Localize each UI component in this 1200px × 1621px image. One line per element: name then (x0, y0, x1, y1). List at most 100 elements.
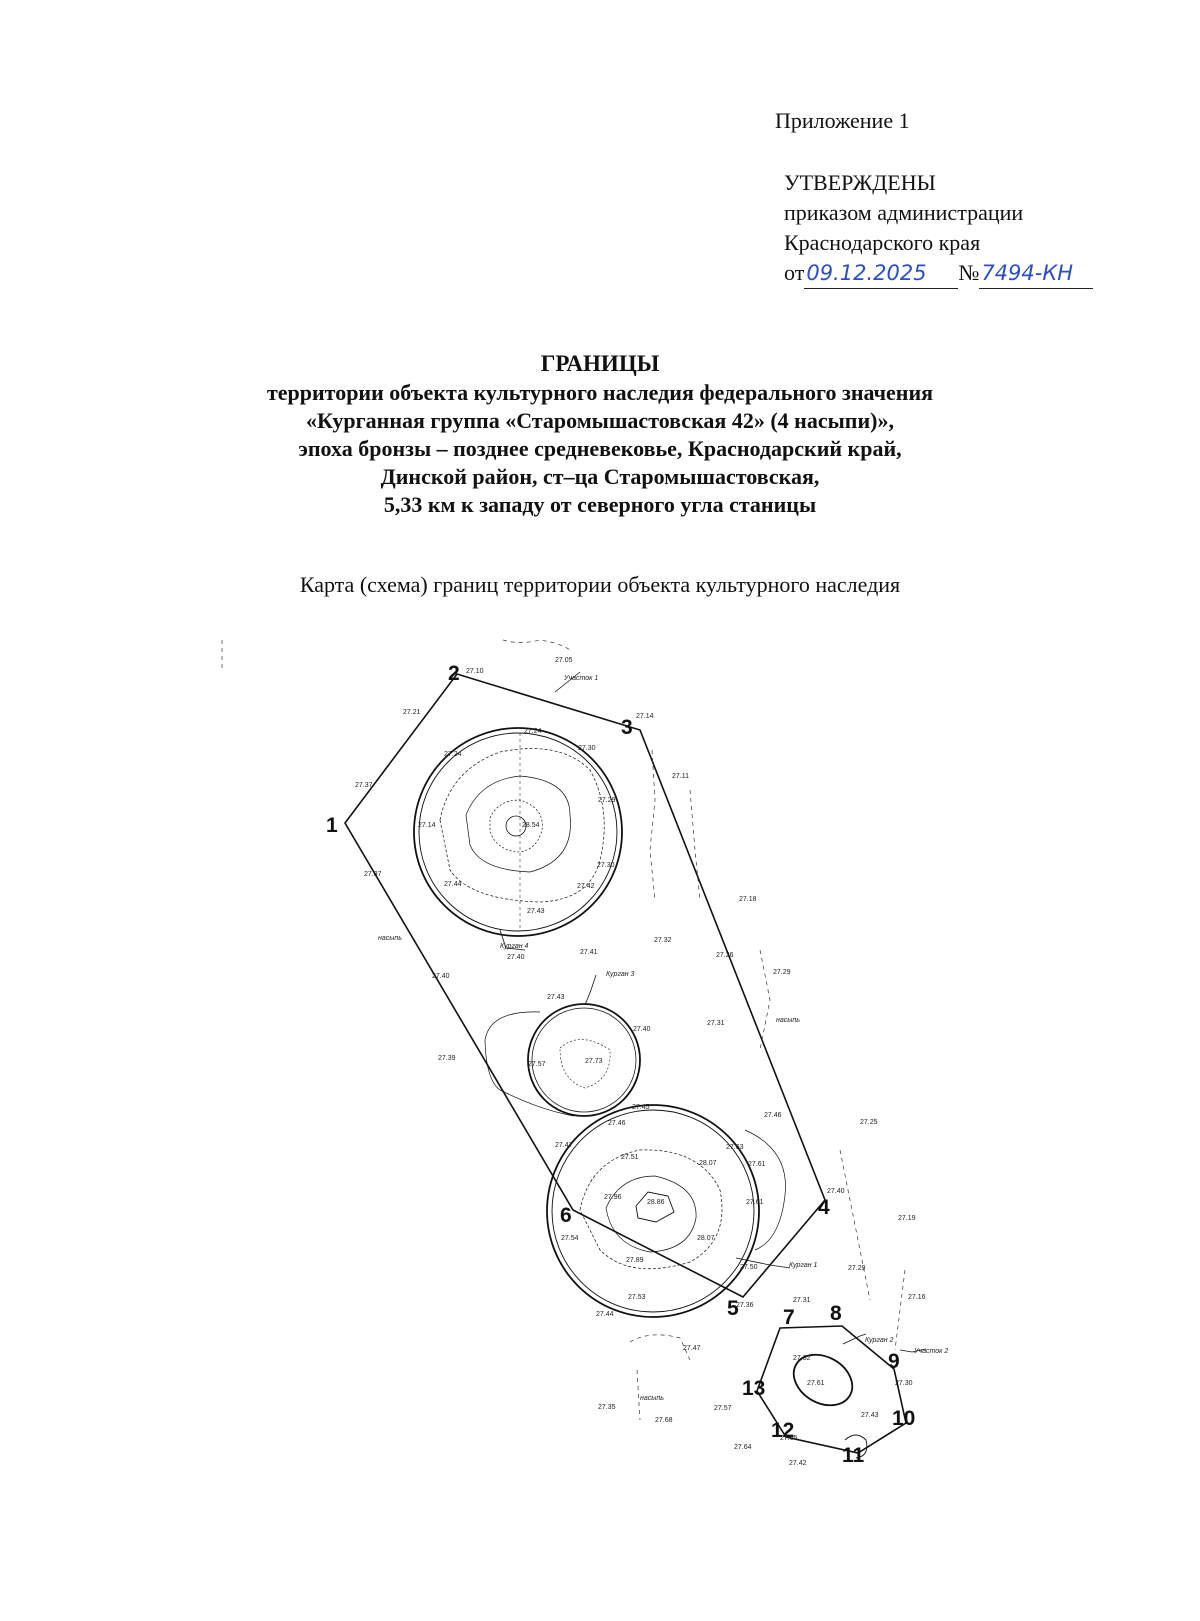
approved-region: Краснодарского края (784, 230, 981, 255)
elevation-mark: 27.53 (628, 1294, 646, 1301)
elevation-mark: 27.57 (528, 1061, 546, 1068)
elevation-mark: 27.32 (654, 937, 672, 944)
elevation-mark: 27.54 (561, 1235, 579, 1242)
terrain-lines (221, 639, 906, 1421)
mound-4 (413, 727, 623, 937)
elevation-mark: 27.24 (444, 751, 462, 758)
elevation-mark: 28.86 (647, 1199, 665, 1206)
elevation-mark: 27.46 (608, 1120, 626, 1127)
mound-3 (484, 1003, 641, 1117)
elevation-mark: 27.26 (716, 952, 734, 959)
elevation-mark: 27.44 (444, 881, 462, 888)
map-note: насыпь (776, 1017, 800, 1024)
elevation-mark: 27.64 (734, 1444, 752, 1451)
elevation-mark: 27.21 (403, 709, 421, 716)
number-sign: № (958, 260, 980, 285)
elevation-mark: 27.05 (555, 657, 573, 664)
elevation-mark: 27.24 (524, 728, 542, 735)
elevation-mark: 27.57 (714, 1405, 732, 1412)
elevation-mark: 27.30 (597, 862, 615, 869)
elevation-mark: 28.07 (699, 1160, 717, 1167)
map-note: насыпь (378, 935, 402, 942)
elevation-mark: 27.61 (746, 1199, 764, 1206)
elevation-mark: 27.18 (739, 896, 757, 903)
elevation-mark: 27.42 (577, 883, 595, 890)
elevation-mark: 27.45 (632, 1104, 650, 1111)
area-label: Участок 2 (913, 1348, 948, 1355)
mound-label: Курган 4 (500, 943, 529, 950)
document-title: ГРАНИЦЫ территории объекта культурного н… (0, 350, 1200, 519)
elevation-mark: 27.39 (438, 1055, 456, 1062)
mound-label: Курган 1 (789, 1262, 818, 1269)
elevation-mark: 27.31 (707, 1020, 725, 1027)
date-prefix: от (784, 260, 805, 285)
mound-label: Курган 3 (606, 971, 635, 978)
elevation-mark: 27.65 (780, 1435, 798, 1442)
elevation-mark: 27.37 (355, 782, 373, 789)
order-number: 7494-КН (979, 258, 1094, 289)
appendix-label: Приложение 1 (775, 108, 910, 133)
elevation-mark: 27.35 (598, 1404, 616, 1411)
elevation-mark: 27.46 (764, 1112, 782, 1119)
elevation-mark: 27.31 (793, 1297, 811, 1304)
elevation-mark: 27.19 (898, 1215, 916, 1222)
vertex-label: 4 (818, 1196, 830, 1219)
elevation-mark: 27.29 (848, 1265, 866, 1272)
title-line: «Курганная группа «Старомышастовская 42»… (306, 408, 894, 433)
vertex-label: 3 (621, 716, 633, 739)
elevation-mark: 27.42 (789, 1460, 807, 1467)
mound-label: Курган 2 (865, 1337, 894, 1344)
elevation-mark: 27.89 (626, 1257, 644, 1264)
boundary-polygon-small (756, 1325, 907, 1454)
elevation-mark: 27.43 (527, 908, 545, 915)
elevation-mark: 27.16 (908, 1294, 926, 1301)
elevation-mark: 27.51 (621, 1154, 639, 1161)
approved-heading: УТВЕРЖДЕНЫ (784, 170, 936, 195)
vertex-label: 2 (448, 662, 460, 685)
elevation-mark: 27.61 (748, 1161, 766, 1168)
elevation-mark: 27.40 (827, 1188, 845, 1195)
vertex-label: 10 (892, 1407, 915, 1430)
vertex-label: 11 (842, 1444, 865, 1467)
vertex-label: 6 (560, 1204, 572, 1227)
title-heading: ГРАНИЦЫ (540, 351, 660, 376)
elevation-mark: 27.41 (580, 949, 598, 956)
vertex-label: 13 (742, 1377, 765, 1400)
elevation-mark: 27.68 (655, 1417, 673, 1424)
elevation-mark: 27.11 (672, 773, 689, 780)
elevation-mark: 27.25 (860, 1119, 878, 1126)
vertex-label: 12 (771, 1419, 794, 1442)
order-date: 09.12.2025 (804, 258, 959, 289)
elevation-mark: 27.30 (895, 1380, 913, 1387)
vertex-label: 5 (727, 1297, 739, 1320)
leader-lines (499, 671, 927, 1353)
boundary-polygon-main (344, 673, 826, 1299)
elevation-mark: 27.50 (740, 1264, 758, 1271)
elevation-mark: 27.36 (736, 1302, 754, 1309)
elevation-mark: 27.29 (773, 969, 791, 976)
title-line: 5,33 км к западу от северного угла стани… (383, 492, 817, 517)
title-line: территории объекта культурного наследия … (266, 380, 934, 405)
elevation-mark: 27.40 (633, 1026, 651, 1033)
elevation-mark: 27.14 (418, 822, 436, 829)
elevation-mark: 27.32 (793, 1355, 811, 1362)
elevation-mark: 27.10 (466, 668, 484, 675)
approved-by-order: приказом администрации (784, 200, 1024, 225)
elevation-mark: 27.96 (604, 1194, 622, 1201)
vertex-label: 8 (830, 1302, 842, 1325)
title-line: эпоха бронзы – позднее средневековье, Кр… (298, 436, 902, 461)
elevation-mark: 27.73 (585, 1058, 603, 1065)
elevation-mark: 27.14 (636, 713, 654, 720)
elevation-mark: 28.07 (697, 1235, 715, 1242)
map-subtitle: Карта (схема) границ территории объекта … (299, 572, 901, 597)
elevation-mark: 27.37 (364, 871, 382, 878)
mound-2 (792, 1353, 868, 1459)
title-line: Динской район, ст–ца Старомышастовская, (380, 464, 820, 489)
elevation-mark: 27.61 (807, 1380, 825, 1387)
area-label: Участок 1 (563, 675, 598, 682)
elevation-mark: 27.47 (683, 1345, 701, 1352)
vertex-label: 7 (783, 1306, 795, 1329)
elevation-mark: 27.40 (507, 954, 525, 961)
